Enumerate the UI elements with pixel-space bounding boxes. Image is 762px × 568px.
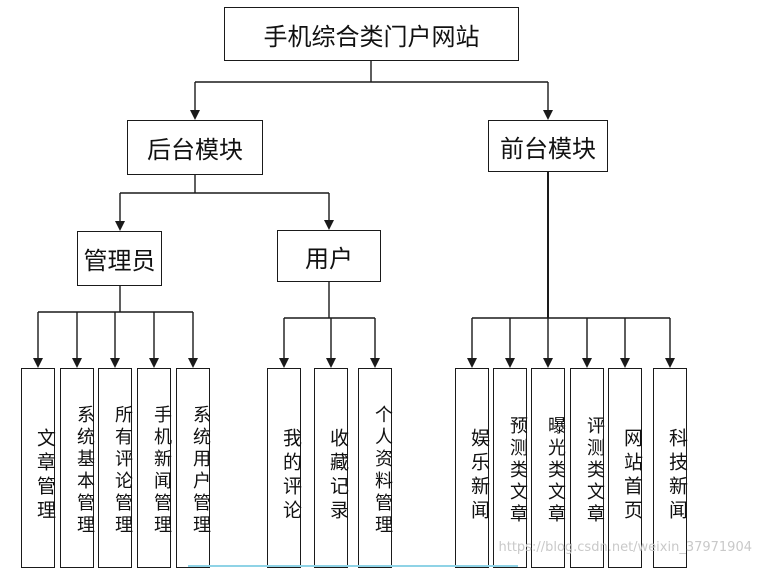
front-child-exposure-articles: 曝光类文章 <box>531 368 566 568</box>
front-child-entertainment-news: 娱乐新闻 <box>455 368 490 568</box>
admin-child-article-mgmt: 文章管理 <box>21 368 56 568</box>
watermark-text: https://blog.csdn.net/weixin_37971904 <box>498 540 752 555</box>
root-node: 手机综合类门户网站 <box>224 7 519 61</box>
front-child-prediction-articles: 预测类文章 <box>493 368 528 568</box>
front-child-tech-news: 科技新闻 <box>653 368 688 568</box>
user-child-profile-mgmt: 个人资料管理 <box>358 368 393 568</box>
user-node: 用户 <box>277 230 381 282</box>
front-child-homepage: 网站首页 <box>608 368 643 568</box>
admin-child-system-user-mgmt: 系统用户管理 <box>176 368 211 568</box>
bottom-accent-line <box>188 565 518 567</box>
admin-child-all-comments-mgmt: 所有评论管理 <box>98 368 133 568</box>
frontend-module-node: 前台模块 <box>488 120 608 172</box>
user-child-my-comments: 我的评论 <box>267 368 302 568</box>
admin-child-system-basic-mgmt: 系统基本管理 <box>60 368 95 568</box>
backend-module-node: 后台模块 <box>127 120 263 175</box>
user-child-favorites: 收藏记录 <box>314 368 349 568</box>
front-child-review-articles: 评测类文章 <box>570 368 605 568</box>
admin-child-mobile-news-mgmt: 手机新闻管理 <box>137 368 172 568</box>
admin-node: 管理员 <box>77 231 162 286</box>
